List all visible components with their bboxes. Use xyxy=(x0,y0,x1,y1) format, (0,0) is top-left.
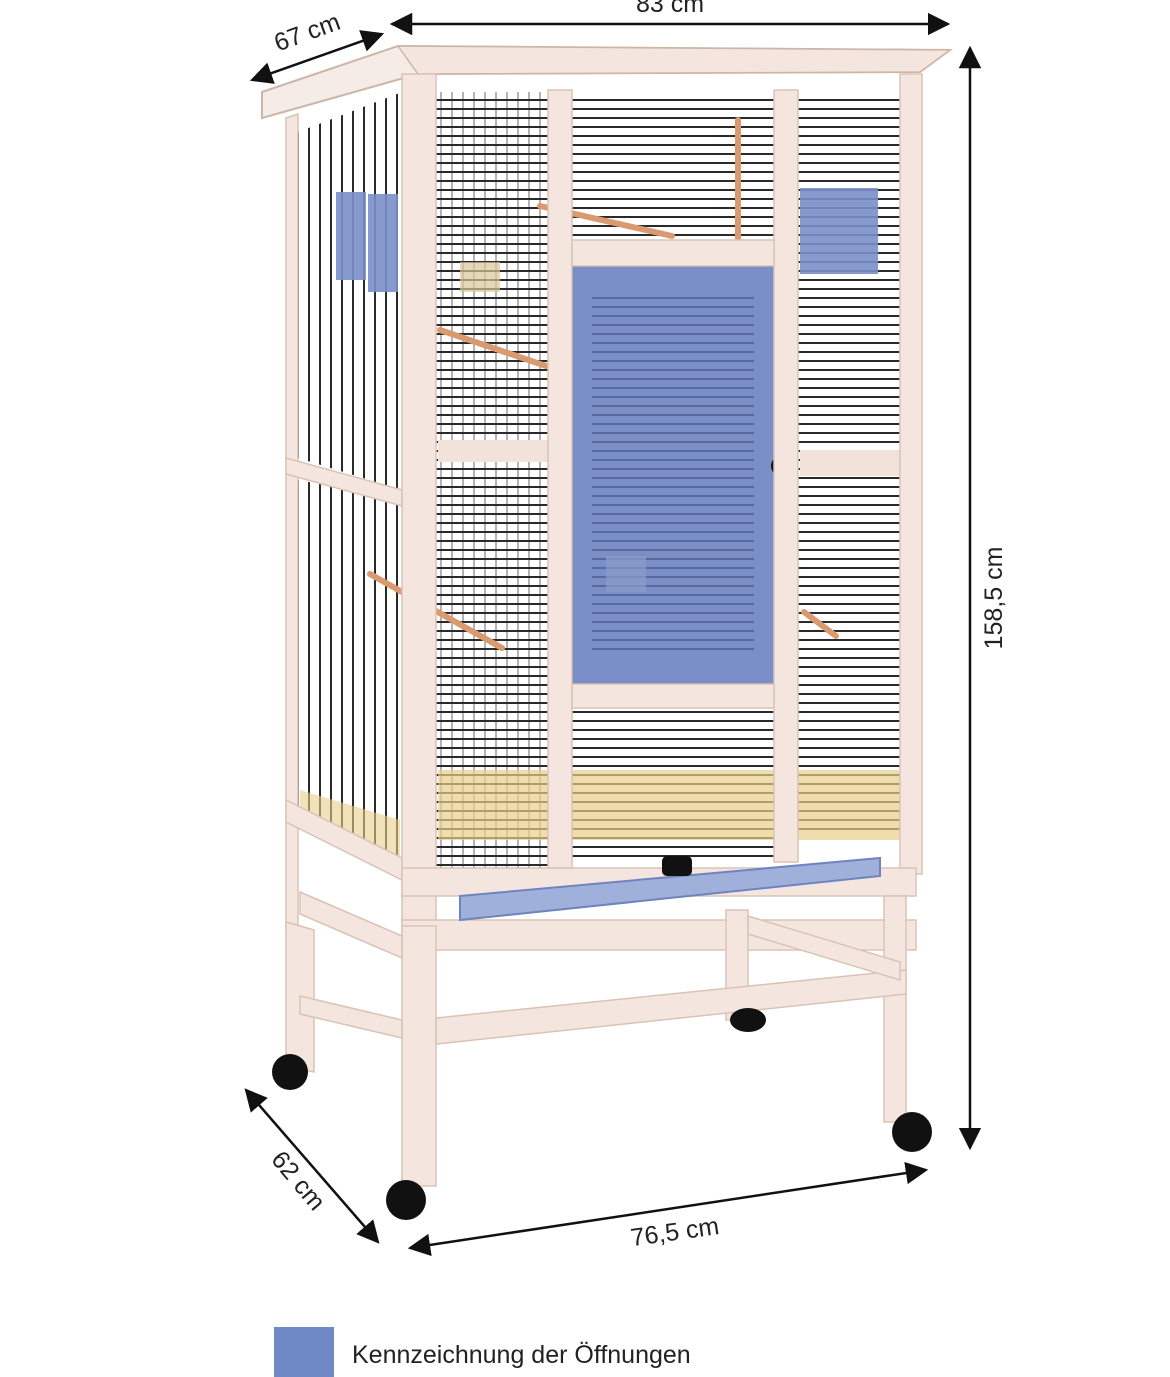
wood-frame xyxy=(285,73,923,1187)
floor-tray xyxy=(438,770,900,840)
top-depth-arrow xyxy=(249,30,385,84)
base-width-arrow xyxy=(407,1161,929,1257)
right-opening xyxy=(800,188,878,274)
legend: Kennzeichnung der Öffnungen xyxy=(274,1327,691,1377)
shelf xyxy=(438,440,548,462)
legend-label: Kennzeichnung der Öffnungen xyxy=(352,1341,691,1369)
top-depth-label: 67 cm xyxy=(270,8,344,58)
side-opening-2 xyxy=(368,194,398,292)
wheel-back-left xyxy=(272,1054,308,1090)
height-label: 158,5 cm xyxy=(980,547,1008,650)
side-bars-upper xyxy=(298,92,402,490)
drawer-opening xyxy=(459,856,881,922)
wheel-front-right xyxy=(892,1112,932,1152)
wheels xyxy=(272,1008,932,1220)
base-depth-label: 62 cm xyxy=(266,1146,331,1216)
wheel-back-right xyxy=(730,1008,766,1032)
wheel-front-left xyxy=(386,1180,426,1220)
aviary-cage xyxy=(261,44,954,1220)
base-width-label: 76,5 cm xyxy=(629,1212,721,1252)
base-depth-arrow xyxy=(244,1088,380,1244)
side-opening-1 xyxy=(336,192,366,280)
drawer-handle xyxy=(662,856,692,876)
dimension-arrows xyxy=(244,12,982,1257)
legend-swatch xyxy=(274,1327,334,1377)
top-width-label: 83 cm xyxy=(636,0,704,18)
